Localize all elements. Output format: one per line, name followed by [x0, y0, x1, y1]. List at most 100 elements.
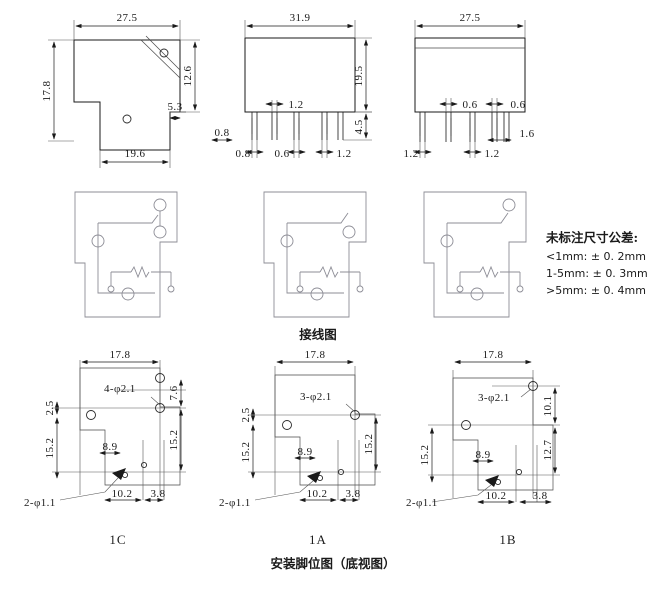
dim-label-10-2-1a: 10.2	[307, 488, 328, 500]
dim-label-17-8-1a: 17.8	[305, 349, 326, 361]
footprint-1b: 3-φ2.1 2-φ1.1 17.8 10.1 12.7 15.2 8.9 10…	[406, 349, 560, 547]
dim-19-6-bottom: 19.6	[99, 148, 171, 168]
dim-label-15-2-left-1b: 15.2	[419, 445, 431, 466]
dim-4-5: 4.5	[343, 111, 372, 141]
dim-label-19-6: 19.6	[125, 148, 146, 160]
label-2-phi-1-1-1a: 2-φ1.1	[219, 497, 251, 509]
dim-label-8-9-1c: 8.9	[103, 441, 118, 453]
tolerance-note: 未标注尺寸公差: <1mm: ± 0. 2mm 1-5mm: ± 0. 3mm …	[545, 230, 648, 297]
label-2-phi-1-1-1b: 2-φ1.1	[406, 497, 438, 509]
front-view: 31.9 19.5 4.5 1.2 0.8	[211, 12, 372, 160]
dim-label-8-9-1a: 8.9	[298, 446, 313, 458]
label-3-phi-2-1-1b: 3-φ2.1	[478, 392, 510, 404]
dim-label-5-3: 5.3	[168, 101, 183, 113]
dim-0-8-bottom: 0.8	[236, 140, 264, 160]
wiring-1b	[423, 191, 527, 318]
dim-17-8-1b: 17.8	[454, 349, 532, 365]
footprint-1a: 3-φ2.1 2-φ1.1 17.8 15.2 2.5 15.2 8.9 10.…	[219, 349, 381, 547]
dim-8-9-1a: 8.9	[294, 446, 316, 461]
dim-label-15-2-right-1c: 15.2	[168, 430, 180, 451]
wiring-1a	[263, 191, 367, 318]
wiring-1c	[74, 191, 178, 318]
dim-17-8-1a: 17.8	[276, 349, 354, 365]
footprint-label-1c: 1C	[109, 532, 126, 547]
dim-10-2-1a: 10.2	[299, 488, 337, 503]
dim-label-0-6-front: 0.6	[275, 148, 290, 160]
dim-2-5-1a: 2.5	[240, 407, 256, 422]
side-view: 27.5 0.6 0.6 1.2 1.2	[404, 12, 535, 160]
footprint-1c: 4-φ2.1 2-φ1.1 17.8 7.6 15.2 2.5 15.2	[24, 349, 186, 547]
tolerance-line-2: 1-5mm: ± 0. 3mm	[546, 267, 648, 280]
footprint-caption: 安装脚位图（底视图）	[270, 556, 395, 571]
dim-0-6-b: 0.6	[485, 98, 526, 112]
dim-label-10-2-1c: 10.2	[112, 488, 133, 500]
dim-label-3-8-1a: 3.8	[346, 488, 361, 500]
dim-label-7-6: 7.6	[168, 385, 180, 400]
dim-label-1-6: 1.6	[520, 128, 535, 140]
dim-label-12-6: 12.6	[182, 65, 194, 86]
top-view-plan: 27.5 17.8 12.6 5.3 19.6	[41, 12, 200, 168]
dim-0-6-a: 0.6	[439, 98, 478, 112]
dim-1-2-side-mid: 1.2	[463, 142, 499, 160]
dim-15-2-right-1a: 15.2	[363, 417, 379, 471]
dim-15-2-right-1c: 15.2	[168, 409, 184, 471]
dim-0-6-front: 0.6	[275, 140, 306, 160]
dim-2-5-1c: 2.5	[44, 400, 60, 415]
dim-label-19-5: 19.5	[353, 65, 365, 86]
dim-7-6: 7.6	[168, 379, 184, 407]
label-3-phi-2-1-1a: 3-φ2.1	[300, 391, 332, 403]
dim-15-2-left-1b: 15.2	[419, 427, 435, 483]
dim-10-2-1c: 10.2	[104, 488, 142, 503]
dim-label-27-5: 27.5	[117, 12, 138, 24]
dim-31-9: 31.9	[244, 12, 356, 38]
dim-15-2-left-1c: 15.2	[44, 417, 60, 479]
dim-12-7: 12.7	[542, 427, 558, 474]
dim-1-2-side-left: 1.2	[404, 142, 432, 160]
dim-label-17-8: 17.8	[41, 80, 53, 101]
dim-label-15-2-left-1c: 15.2	[44, 438, 56, 459]
dim-1-2-upper: 1.2	[265, 99, 303, 112]
dim-label-10-2-1b: 10.2	[486, 490, 507, 502]
footprint-label-1a: 1A	[309, 532, 327, 547]
dim-label-1-2-side-left: 1.2	[404, 148, 419, 160]
dim-8-9-1b: 8.9	[472, 449, 494, 464]
wiring-caption: 接线图	[299, 327, 337, 342]
dim-label-0-8-bottom: 0.8	[236, 148, 251, 160]
footprint-label-1b: 1B	[499, 532, 516, 547]
label-2-phi-1-1-1c: 2-φ1.1	[24, 497, 56, 509]
dim-label-2-5-1a: 2.5	[240, 407, 252, 422]
dim-10-2-1b: 10.2	[477, 490, 515, 505]
dim-0-8-left: 0.8	[211, 127, 233, 143]
dim-3-8-1b: 3.8	[519, 490, 552, 505]
dim-label-4-5: 4.5	[353, 119, 365, 134]
dim-3-8-1c: 3.8	[144, 488, 166, 503]
dim-1-6: 1.6	[487, 128, 535, 143]
dim-label-0-8-left: 0.8	[215, 127, 230, 139]
dim-label-15-2-right-1a: 15.2	[363, 434, 375, 455]
dim-label-10-1: 10.1	[542, 396, 554, 417]
dim-label-2-5-1c: 2.5	[44, 400, 56, 415]
dim-27-5-top: 27.5	[73, 12, 181, 40]
dim-8-9-1c: 8.9	[99, 441, 121, 456]
dim-15-2-left-1a: 15.2	[240, 424, 256, 479]
dim-label-15-2-left-1a: 15.2	[240, 442, 252, 463]
dim-label-27-5-side: 27.5	[460, 12, 481, 24]
dim-label-3-8-1b: 3.8	[533, 490, 548, 502]
tolerance-line-3: >5mm: ± 0. 4mm	[546, 284, 646, 297]
dim-label-0-6-a: 0.6	[463, 99, 478, 111]
dim-label-17-8-1c: 17.8	[110, 349, 131, 361]
dim-label-12-7: 12.7	[542, 439, 554, 460]
tolerance-line-1: <1mm: ± 0. 2mm	[546, 250, 646, 263]
dim-10-1: 10.1	[542, 387, 558, 424]
dim-17-8-1c: 17.8	[81, 349, 159, 365]
dim-label-1-2-bottom: 1.2	[337, 148, 352, 160]
dim-label-3-8-1c: 3.8	[151, 488, 166, 500]
tolerance-heading: 未标注尺寸公差:	[545, 230, 638, 245]
dim-1-2-bottom: 1.2	[315, 140, 352, 160]
dim-label-0-6-b: 0.6	[511, 99, 526, 111]
dim-27-5-side: 27.5	[414, 12, 526, 38]
dim-3-8-1a: 3.8	[339, 488, 361, 503]
dim-17-8-left: 17.8	[41, 39, 74, 142]
